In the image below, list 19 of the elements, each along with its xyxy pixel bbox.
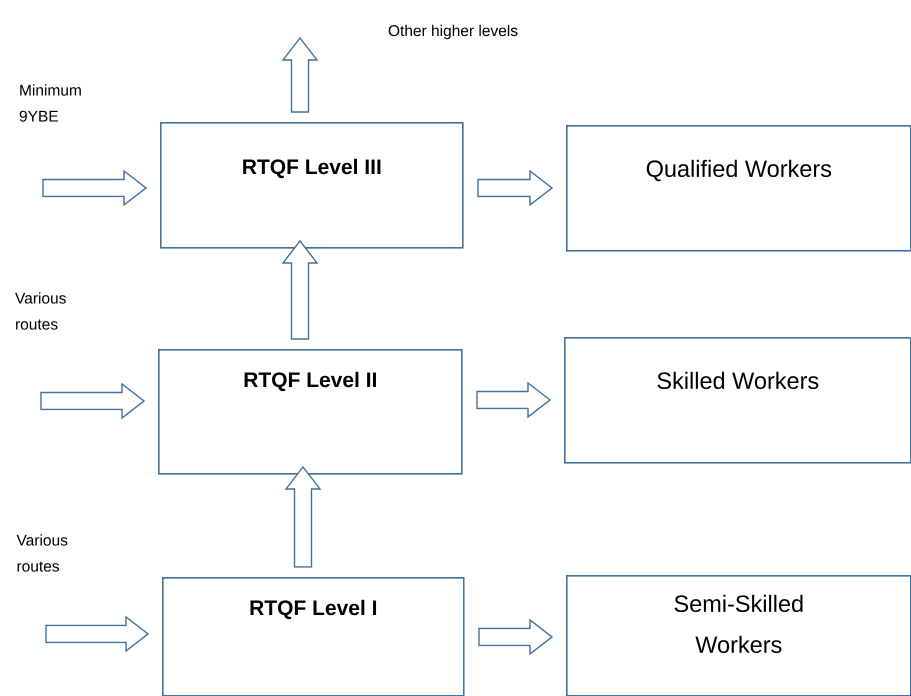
note-text: Other higher levels: [388, 24, 518, 40]
block-arrow: [42, 170, 148, 206]
block-arrow: [282, 36, 318, 113]
block-arrow: [476, 382, 552, 418]
outcome-box: Qualified Workers: [566, 125, 911, 252]
block-arrow: [478, 618, 554, 656]
level-box: RTQF Level I: [162, 576, 465, 696]
block-arrow: [477, 170, 554, 206]
block-arrow: [45, 616, 150, 652]
side-label: Various routes: [15, 292, 66, 330]
block-arrow: [40, 382, 146, 420]
level-box: RTQF Level III: [160, 122, 464, 249]
side-label: Minimum 9YBE: [20, 84, 81, 122]
outcome-box: Skilled Workers: [564, 337, 911, 464]
block-arrow: [284, 466, 322, 568]
block-arrow: [282, 240, 318, 340]
outcome-box: Semi-Skilled Workers: [566, 574, 911, 696]
side-label: Various routes: [16, 534, 68, 572]
level-box: RTQF Level II: [158, 348, 463, 475]
